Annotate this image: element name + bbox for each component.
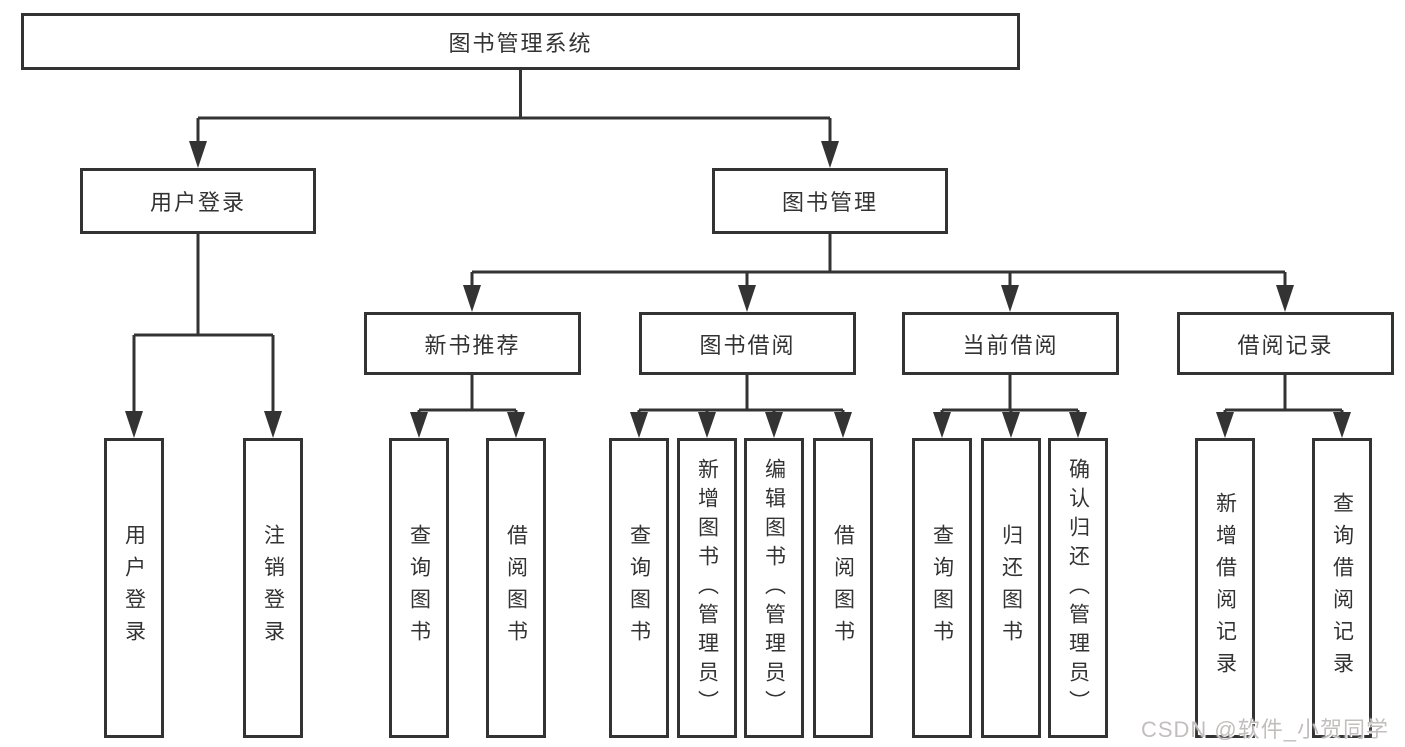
arrowheads-borrow-leaves (630, 412, 852, 438)
node-system-root: 图书管理系统 (21, 13, 1020, 70)
node-user-login: 用户登录 (80, 168, 316, 234)
connector-root-to-level1 (196, 70, 832, 148)
node-current-borrow: 当前借阅 (902, 312, 1119, 375)
node-new-book-recommend: 新书推荐 (364, 312, 581, 375)
arrowheads-level1 (189, 141, 839, 168)
node-book-management: 图书管理 (712, 168, 948, 234)
leaf-current-confirm-return-admin: 确认归还（管理员） (1048, 438, 1108, 738)
arrowheads-current-leaves (933, 412, 1087, 438)
connector-records-to-leaves (1223, 375, 1344, 416)
leaf-borrow-add-books-admin: 新增图书（管理员） (677, 438, 737, 738)
node-borrow-records: 借阅记录 (1177, 312, 1394, 375)
connector-bookmgmt-to-level2 (470, 234, 1287, 292)
connector-current-to-leaves (940, 375, 1080, 416)
leaf-current-query-books: 查询图书 (912, 438, 972, 738)
leaf-borrow-borrow-books: 借阅图书 (813, 438, 873, 738)
leaf-newbook-borrow-books: 借阅图书 (486, 438, 546, 738)
leaf-newbook-query-books: 查询图书 (389, 438, 449, 738)
connector-userlogin-to-leaves (132, 234, 275, 416)
leaf-current-return-books: 归还图书 (981, 438, 1041, 738)
node-book-borrow: 图书借阅 (639, 312, 856, 375)
connector-borrow-to-leaves (637, 375, 845, 416)
leaf-logout: 注销登录 (243, 438, 303, 738)
leaf-records-add-record: 新增借阅记录 (1195, 438, 1255, 738)
leaf-borrow-query-books: 查询图书 (609, 438, 669, 738)
arrowheads-records-leaves (1216, 412, 1351, 438)
arrowheads-userlogin-leaves (125, 411, 282, 438)
leaf-records-query-record: 查询借阅记录 (1312, 438, 1372, 738)
leaf-borrow-edit-books-admin: 编辑图书（管理员） (744, 438, 804, 738)
arrowheads-level2 (463, 285, 1294, 312)
leaf-user-login: 用户登录 (104, 438, 164, 738)
csdn-watermark: CSDN @软件_小贺同学 (1140, 717, 1389, 742)
arrowheads-newbook-leaves (410, 412, 525, 438)
connector-newbook-to-leaves (417, 375, 518, 416)
